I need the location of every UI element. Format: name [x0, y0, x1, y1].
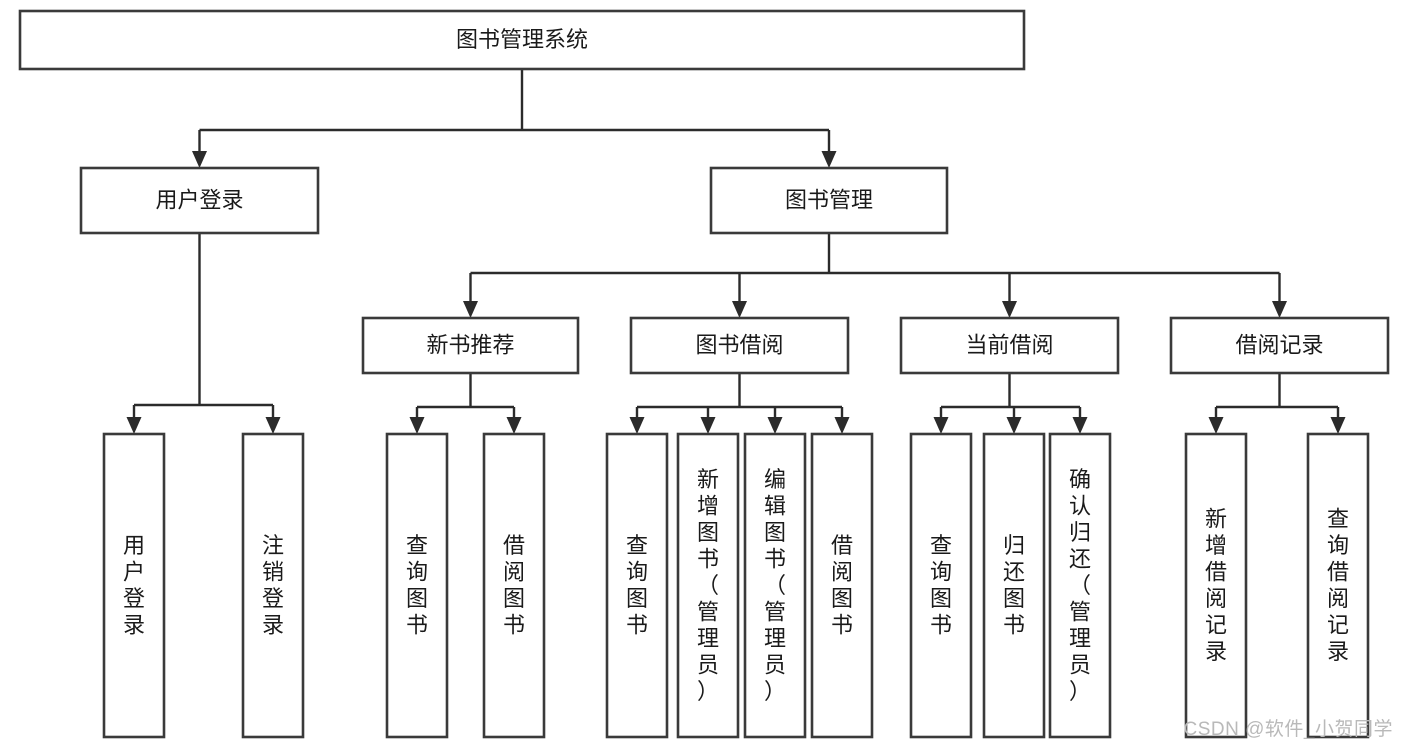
node-leaf-query-book-1[interactable]: 查询图书 [385, 432, 449, 739]
node-box [482, 432, 546, 739]
node-box [629, 316, 850, 375]
node-box [241, 432, 305, 739]
node-label: 查询图书 [406, 533, 428, 638]
node-label: 借阅记录 [1235, 332, 1323, 357]
node-label: 借阅图书 [831, 533, 853, 638]
arrow-head-icon [1006, 417, 1022, 434]
node-leaf-add-book[interactable]: 新增图书（管理员） [676, 432, 740, 739]
node-leaf-edit-book[interactable]: 编辑图书（管理员） [743, 432, 807, 739]
node-box [982, 432, 1046, 739]
node-box [102, 432, 166, 739]
node-leaf-user-login[interactable]: 用户登录 [102, 432, 166, 739]
node-label: 归还图书 [1003, 533, 1025, 638]
node-leaf-confirm-return[interactable]: 确认归还（管理员） [1048, 432, 1112, 739]
node-box [1169, 316, 1390, 375]
arrow-head-icon [1208, 417, 1224, 434]
node-label: 图书借阅 [695, 332, 783, 357]
node-leaf-query-record[interactable]: 查询借阅记录 [1306, 432, 1370, 739]
arrow-head-icon [700, 417, 716, 434]
arrow-head-icon [1002, 301, 1017, 318]
node-box [909, 432, 973, 739]
arrow-head-icon [933, 417, 949, 434]
node-label: 新书推荐 [426, 332, 514, 357]
node-label: 查询借阅记录 [1327, 507, 1349, 665]
node-box [361, 316, 580, 375]
node-label: 注销登录 [262, 533, 284, 638]
connectors-layer [126, 69, 1346, 434]
node-box [385, 432, 449, 739]
node-leaf-borrow-book-2[interactable]: 借阅图书 [810, 432, 874, 739]
node-leaf-return-book[interactable]: 归还图书 [982, 432, 1046, 739]
arrow-head-icon [409, 417, 425, 434]
node-label: 编辑图书（管理员） [764, 467, 786, 704]
node-label: 新增借阅记录 [1205, 507, 1227, 665]
node-box [18, 9, 1026, 71]
arrow-head-icon [1072, 417, 1088, 434]
node-label: 查询图书 [626, 533, 648, 638]
nodes-layer: 图书管理系统用户登录图书管理新书推荐图书借阅当前借阅借阅记录用户登录注销登录查询… [18, 9, 1390, 739]
arrow-head-icon [506, 417, 522, 434]
arrow-head-icon [834, 417, 850, 434]
arrow-head-icon [1272, 301, 1287, 318]
node-label: 图书管理 [785, 187, 873, 212]
node-label: 用户登录 [155, 187, 243, 212]
node-box [743, 432, 807, 739]
node-current-borrow[interactable]: 当前借阅 [899, 316, 1120, 375]
arrow-head-icon [732, 301, 747, 318]
node-book-borrow[interactable]: 图书借阅 [629, 316, 850, 375]
arrow-head-icon [265, 417, 281, 434]
node-box [605, 432, 669, 739]
arrow-head-icon [463, 301, 478, 318]
arrow-head-icon [821, 151, 837, 168]
arrow-head-icon [126, 417, 142, 434]
node-new-book-recommend[interactable]: 新书推荐 [361, 316, 580, 375]
arrow-head-icon [767, 417, 783, 434]
node-label: 图书管理系统 [456, 27, 588, 52]
node-box [899, 316, 1120, 375]
node-root[interactable]: 图书管理系统 [18, 9, 1026, 71]
node-leaf-add-record[interactable]: 新增借阅记录 [1184, 432, 1248, 739]
node-label: 当前借阅 [965, 332, 1053, 357]
node-box [676, 432, 740, 739]
node-leaf-borrow-book-1[interactable]: 借阅图书 [482, 432, 546, 739]
arrow-head-icon [1330, 417, 1346, 434]
node-box [1184, 432, 1248, 739]
node-box [810, 432, 874, 739]
node-label: 查询图书 [930, 533, 952, 638]
node-box [1306, 432, 1370, 739]
arrow-head-icon [629, 417, 645, 434]
node-label: 新增图书（管理员） [697, 467, 719, 704]
node-leaf-query-book-2[interactable]: 查询图书 [605, 432, 669, 739]
node-leaf-query-book-3[interactable]: 查询图书 [909, 432, 973, 739]
arrow-head-icon [192, 151, 207, 168]
node-borrow-record[interactable]: 借阅记录 [1169, 316, 1390, 375]
node-box [709, 166, 949, 235]
node-box [79, 166, 320, 235]
node-leaf-logout[interactable]: 注销登录 [241, 432, 305, 739]
node-label: 确认归还（管理员） [1069, 467, 1091, 704]
node-label: 借阅图书 [503, 533, 525, 638]
node-box [1048, 432, 1112, 739]
node-book-manage[interactable]: 图书管理 [709, 166, 949, 235]
node-user-login[interactable]: 用户登录 [79, 166, 320, 235]
node-label: 用户登录 [123, 533, 145, 638]
